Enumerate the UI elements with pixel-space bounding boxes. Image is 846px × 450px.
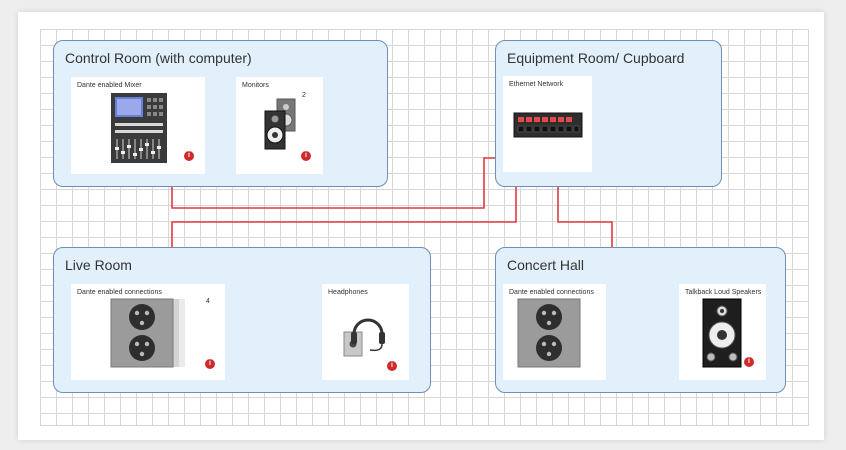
xlr-wallbox-icon	[110, 298, 185, 368]
device-label: Headphones	[328, 289, 368, 296]
network-switch-icon	[513, 112, 583, 138]
device-card-talkback[interactable]: Talkback Loud Speakers i	[679, 284, 766, 380]
mixer-icon	[111, 93, 167, 163]
device-label: Monitors	[242, 82, 269, 89]
device-count: 2	[302, 92, 306, 99]
loudspeaker-icon	[702, 298, 742, 368]
info-icon[interactable]: i	[301, 151, 311, 161]
device-label: Talkback Loud Speakers	[685, 289, 762, 296]
device-card-concert-connections[interactable]: Dante enabled connections	[503, 284, 606, 380]
info-icon[interactable]: i	[184, 151, 194, 161]
headphones-icon	[343, 318, 385, 357]
device-label: Ethernet Network	[509, 81, 564, 88]
room-concert: Concert Hall Dante enabled connections T…	[495, 247, 786, 393]
device-label: Dante enabled connections	[77, 289, 162, 296]
info-icon[interactable]: i	[387, 361, 397, 371]
room-title: Equipment Room/ Cupboard	[507, 50, 685, 66]
room-equipment: Equipment Room/ Cupboard Ethernet Networ…	[495, 40, 722, 187]
room-title: Live Room	[65, 257, 132, 273]
studio-monitor-icon	[264, 98, 296, 150]
room-title: Control Room (with computer)	[65, 50, 252, 66]
room-control: Control Room (with computer) Dante enabl…	[53, 40, 388, 187]
device-card-mixer[interactable]: Dante enabled Mixer	[71, 77, 205, 174]
device-card-headphones[interactable]: Headphones i	[322, 284, 409, 380]
device-card-monitors[interactable]: Monitors 2 i	[236, 77, 323, 174]
device-count: 4	[206, 298, 210, 305]
xlr-wallbox-icon	[517, 298, 581, 368]
device-label: Dante enabled Mixer	[77, 82, 142, 89]
room-live: Live Room Dante enabled connections 4 i …	[53, 247, 431, 393]
device-label: Dante enabled connections	[509, 289, 594, 296]
room-title: Concert Hall	[507, 257, 585, 273]
device-card-network[interactable]: Ethernet Network	[503, 76, 592, 172]
info-icon[interactable]: i	[205, 359, 215, 369]
info-icon[interactable]: i	[744, 357, 754, 367]
device-card-live-connections[interactable]: Dante enabled connections 4 i	[71, 284, 225, 380]
